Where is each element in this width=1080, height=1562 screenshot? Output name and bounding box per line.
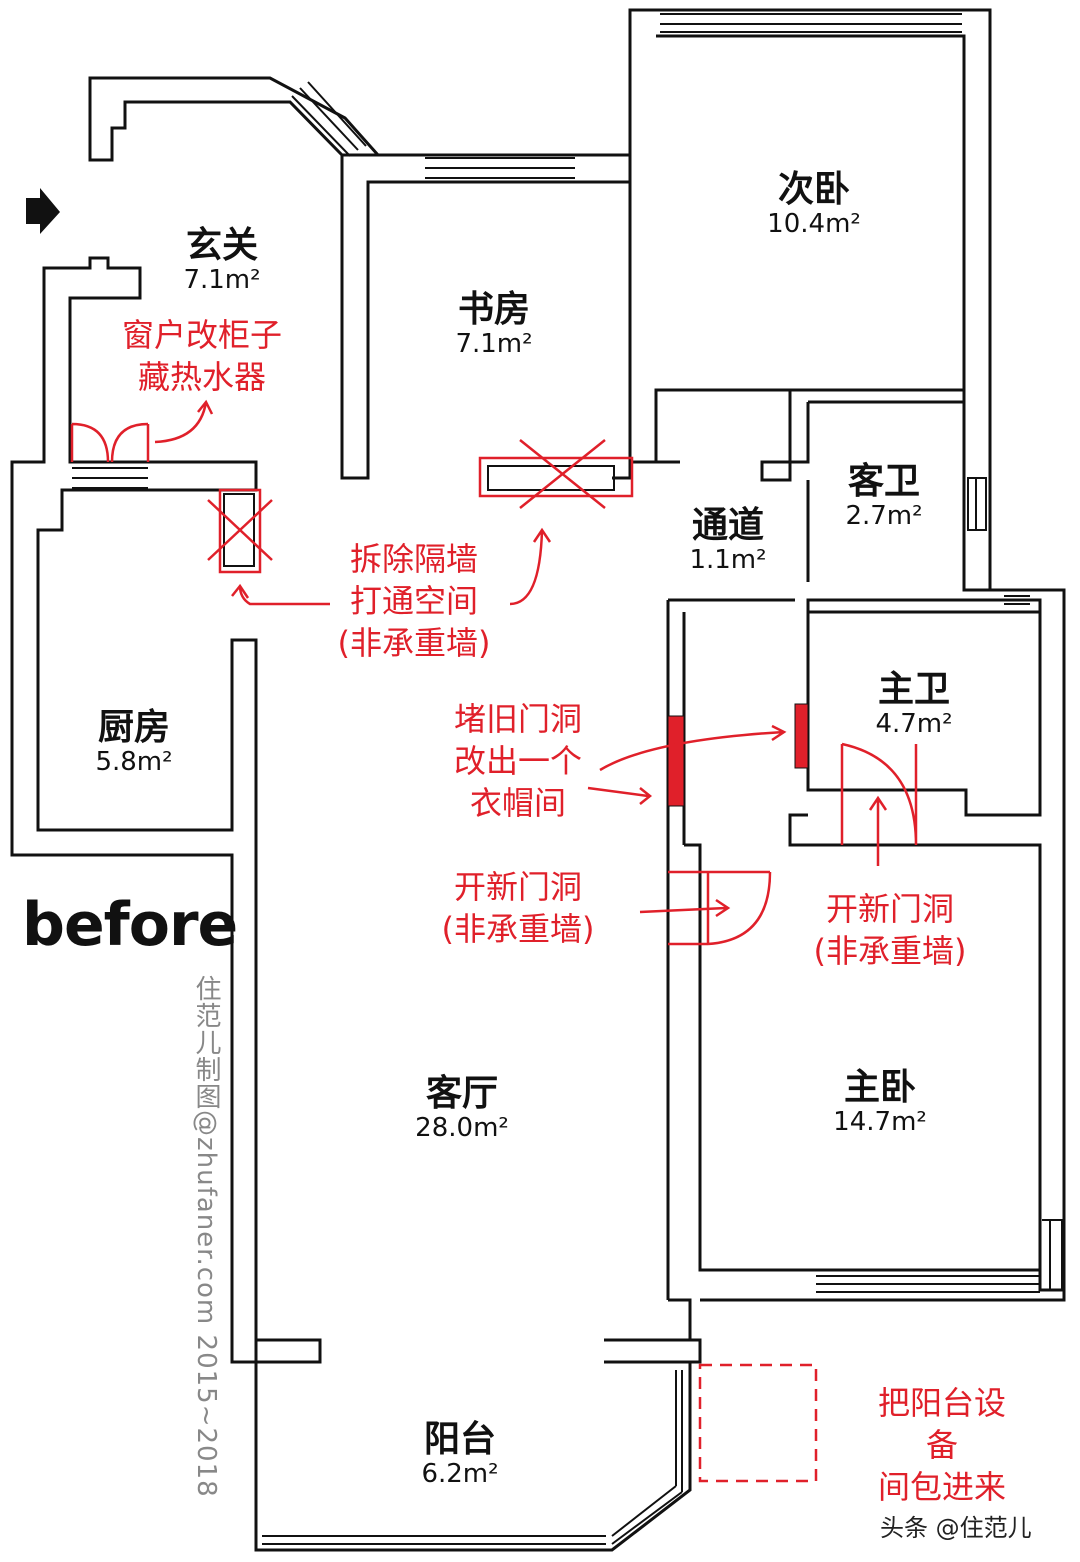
room-area: 14.7m² (833, 1106, 927, 1137)
room-guest-bath: 客卫 2.7m² (845, 462, 922, 530)
room-name: 主卫 (877, 669, 951, 710)
room-area: 4.7m² (875, 708, 953, 739)
room-name: 阳台 (423, 1419, 497, 1460)
room-name: 玄关 (185, 225, 259, 266)
room-area: 5.8m² (95, 746, 173, 777)
watermark: 住范儿制图@zhufaner.com 2015~2018 (191, 975, 221, 1498)
room-name: 客卫 (847, 461, 921, 502)
room-master-bath: 主卫 4.7m² (875, 670, 952, 738)
new-door-left (668, 870, 772, 946)
room-area: 7.1m² (455, 328, 533, 359)
note-new-door-right: 开新门洞 (非承重墙) (813, 890, 967, 971)
room-area: 1.1m² (689, 544, 767, 575)
note-remove-wall: 拆除隔墙 打通空间 (非承重墙) (337, 540, 491, 663)
room-name: 客厅 (425, 1073, 499, 1114)
room-corridor: 通道 1.1m² (689, 506, 766, 574)
remove-wall-arrows (231, 527, 552, 606)
new-door-right (840, 742, 918, 866)
source-credit: 头条 @住范儿 (880, 1514, 1032, 1542)
note-block-door: 堵旧门洞 改出一个 衣帽间 (453, 700, 583, 823)
room-second-bedroom: 次卧 10.4m² (767, 170, 861, 238)
room-study: 书房 7.1m² (455, 290, 532, 358)
room-name: 次卧 (777, 169, 851, 210)
room-area: 10.4m² (767, 208, 861, 239)
room-living-room: 客厅 28.0m² (415, 1074, 509, 1142)
note-balcony-equipment: 把阳台设备 间包进来 (877, 1384, 1006, 1507)
room-master-bedroom: 主卧 14.7m² (833, 1068, 927, 1136)
blocked-door-left (667, 715, 685, 807)
room-kitchen: 厨房 5.8m² (95, 708, 172, 776)
room-name: 书房 (457, 289, 531, 330)
cabinet-door-swing (70, 422, 150, 463)
cabinet-arrow (154, 399, 214, 444)
removed-wall-study (478, 456, 634, 498)
room-area: 7.1m² (183, 264, 261, 295)
removed-wall-west (218, 488, 262, 574)
room-name: 主卧 (843, 1067, 917, 1108)
balcony-equipment-room (698, 1363, 818, 1483)
room-area: 6.2m² (421, 1458, 499, 1489)
room-name: 通道 (691, 505, 765, 546)
stage-label: before (22, 890, 238, 960)
room-balcony: 阳台 6.2m² (421, 1420, 498, 1488)
room-name: 厨房 (97, 707, 171, 748)
entrance-arrow-icon (26, 188, 60, 234)
note-new-door-left: 开新门洞 (非承重墙) (441, 868, 595, 949)
room-area: 2.7m² (845, 500, 923, 531)
blocked-door-right (794, 703, 809, 769)
room-entry: 玄关 7.1m² (183, 226, 260, 294)
note-window-cabinet: 窗户改柜子 藏热水器 (121, 316, 283, 397)
room-area: 28.0m² (415, 1112, 509, 1143)
